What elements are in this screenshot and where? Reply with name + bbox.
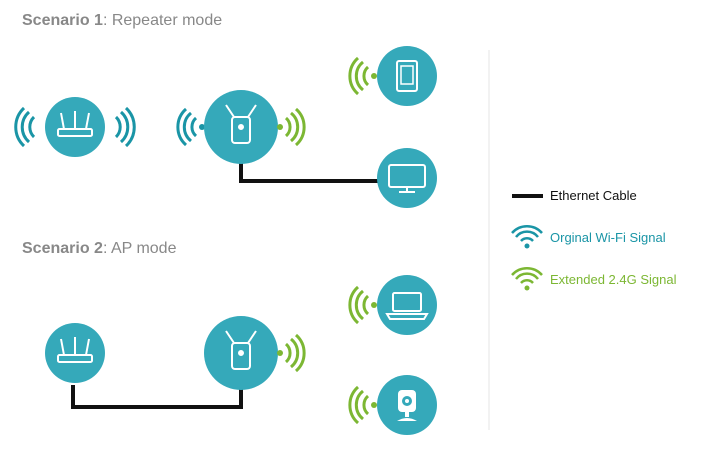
ip-camera-device (348, 375, 437, 435)
wifi-signal-left (176, 107, 205, 147)
scenario1-mode: : Repeater mode (102, 12, 223, 29)
legend-extended-wifi-label: Extended 2.4G Signal (550, 272, 677, 287)
wifi-signal-left (14, 106, 36, 148)
laptop-icon (385, 292, 429, 320)
legend-ethernet-label: Ethernet Cable (550, 188, 637, 203)
range-extender-icon (225, 330, 257, 370)
wifi-icon (511, 224, 543, 249)
monitor-icon (388, 164, 426, 193)
range-extender-icon (225, 104, 257, 144)
wifi-icon (511, 266, 543, 291)
wifi-signal-extended (348, 385, 377, 425)
router-icon (57, 337, 93, 363)
scenario1-title: Scenario 1: Repeater mode (22, 12, 222, 30)
router-icon (57, 111, 93, 137)
wifi-signal-right (277, 333, 306, 373)
legend-extended-wifi: Extended 2.4G Signal (550, 270, 676, 290)
scenario2-title: Scenario 2: AP mode (22, 240, 176, 258)
scenario1-number: Scenario 1 (22, 12, 103, 29)
range-extender-scenario2 (204, 316, 306, 390)
range-extender-scenario1 (176, 90, 306, 164)
tablet-icon (396, 60, 418, 92)
wifi-signal-extended (348, 56, 377, 96)
laptop-circle (377, 275, 437, 335)
legend-original-wifi-label: Orginal Wi-Fi Signal (550, 230, 666, 245)
ethernet-cable-scenario2 (71, 385, 243, 409)
wifi-signal-right (277, 107, 306, 147)
legend-ethernet: Ethernet Cable (550, 186, 637, 206)
scenario2-mode: : AP mode (102, 240, 177, 257)
legend-original-wifi: Orginal Wi-Fi Signal (550, 228, 666, 248)
monitor-device (377, 148, 437, 208)
laptop-device (348, 275, 437, 335)
wifi-signal-extended (348, 285, 377, 325)
scenario2-number: Scenario 2 (22, 240, 103, 257)
monitor-circle (377, 148, 437, 208)
wifi-signal-right (114, 106, 136, 148)
ethernet-cable-scenario1 (239, 162, 380, 183)
tablet-circle (377, 46, 437, 106)
router-scenario1 (14, 97, 136, 157)
router-scenario2 (45, 323, 105, 383)
tablet-device (348, 46, 437, 106)
ip-camera-icon (397, 390, 417, 421)
